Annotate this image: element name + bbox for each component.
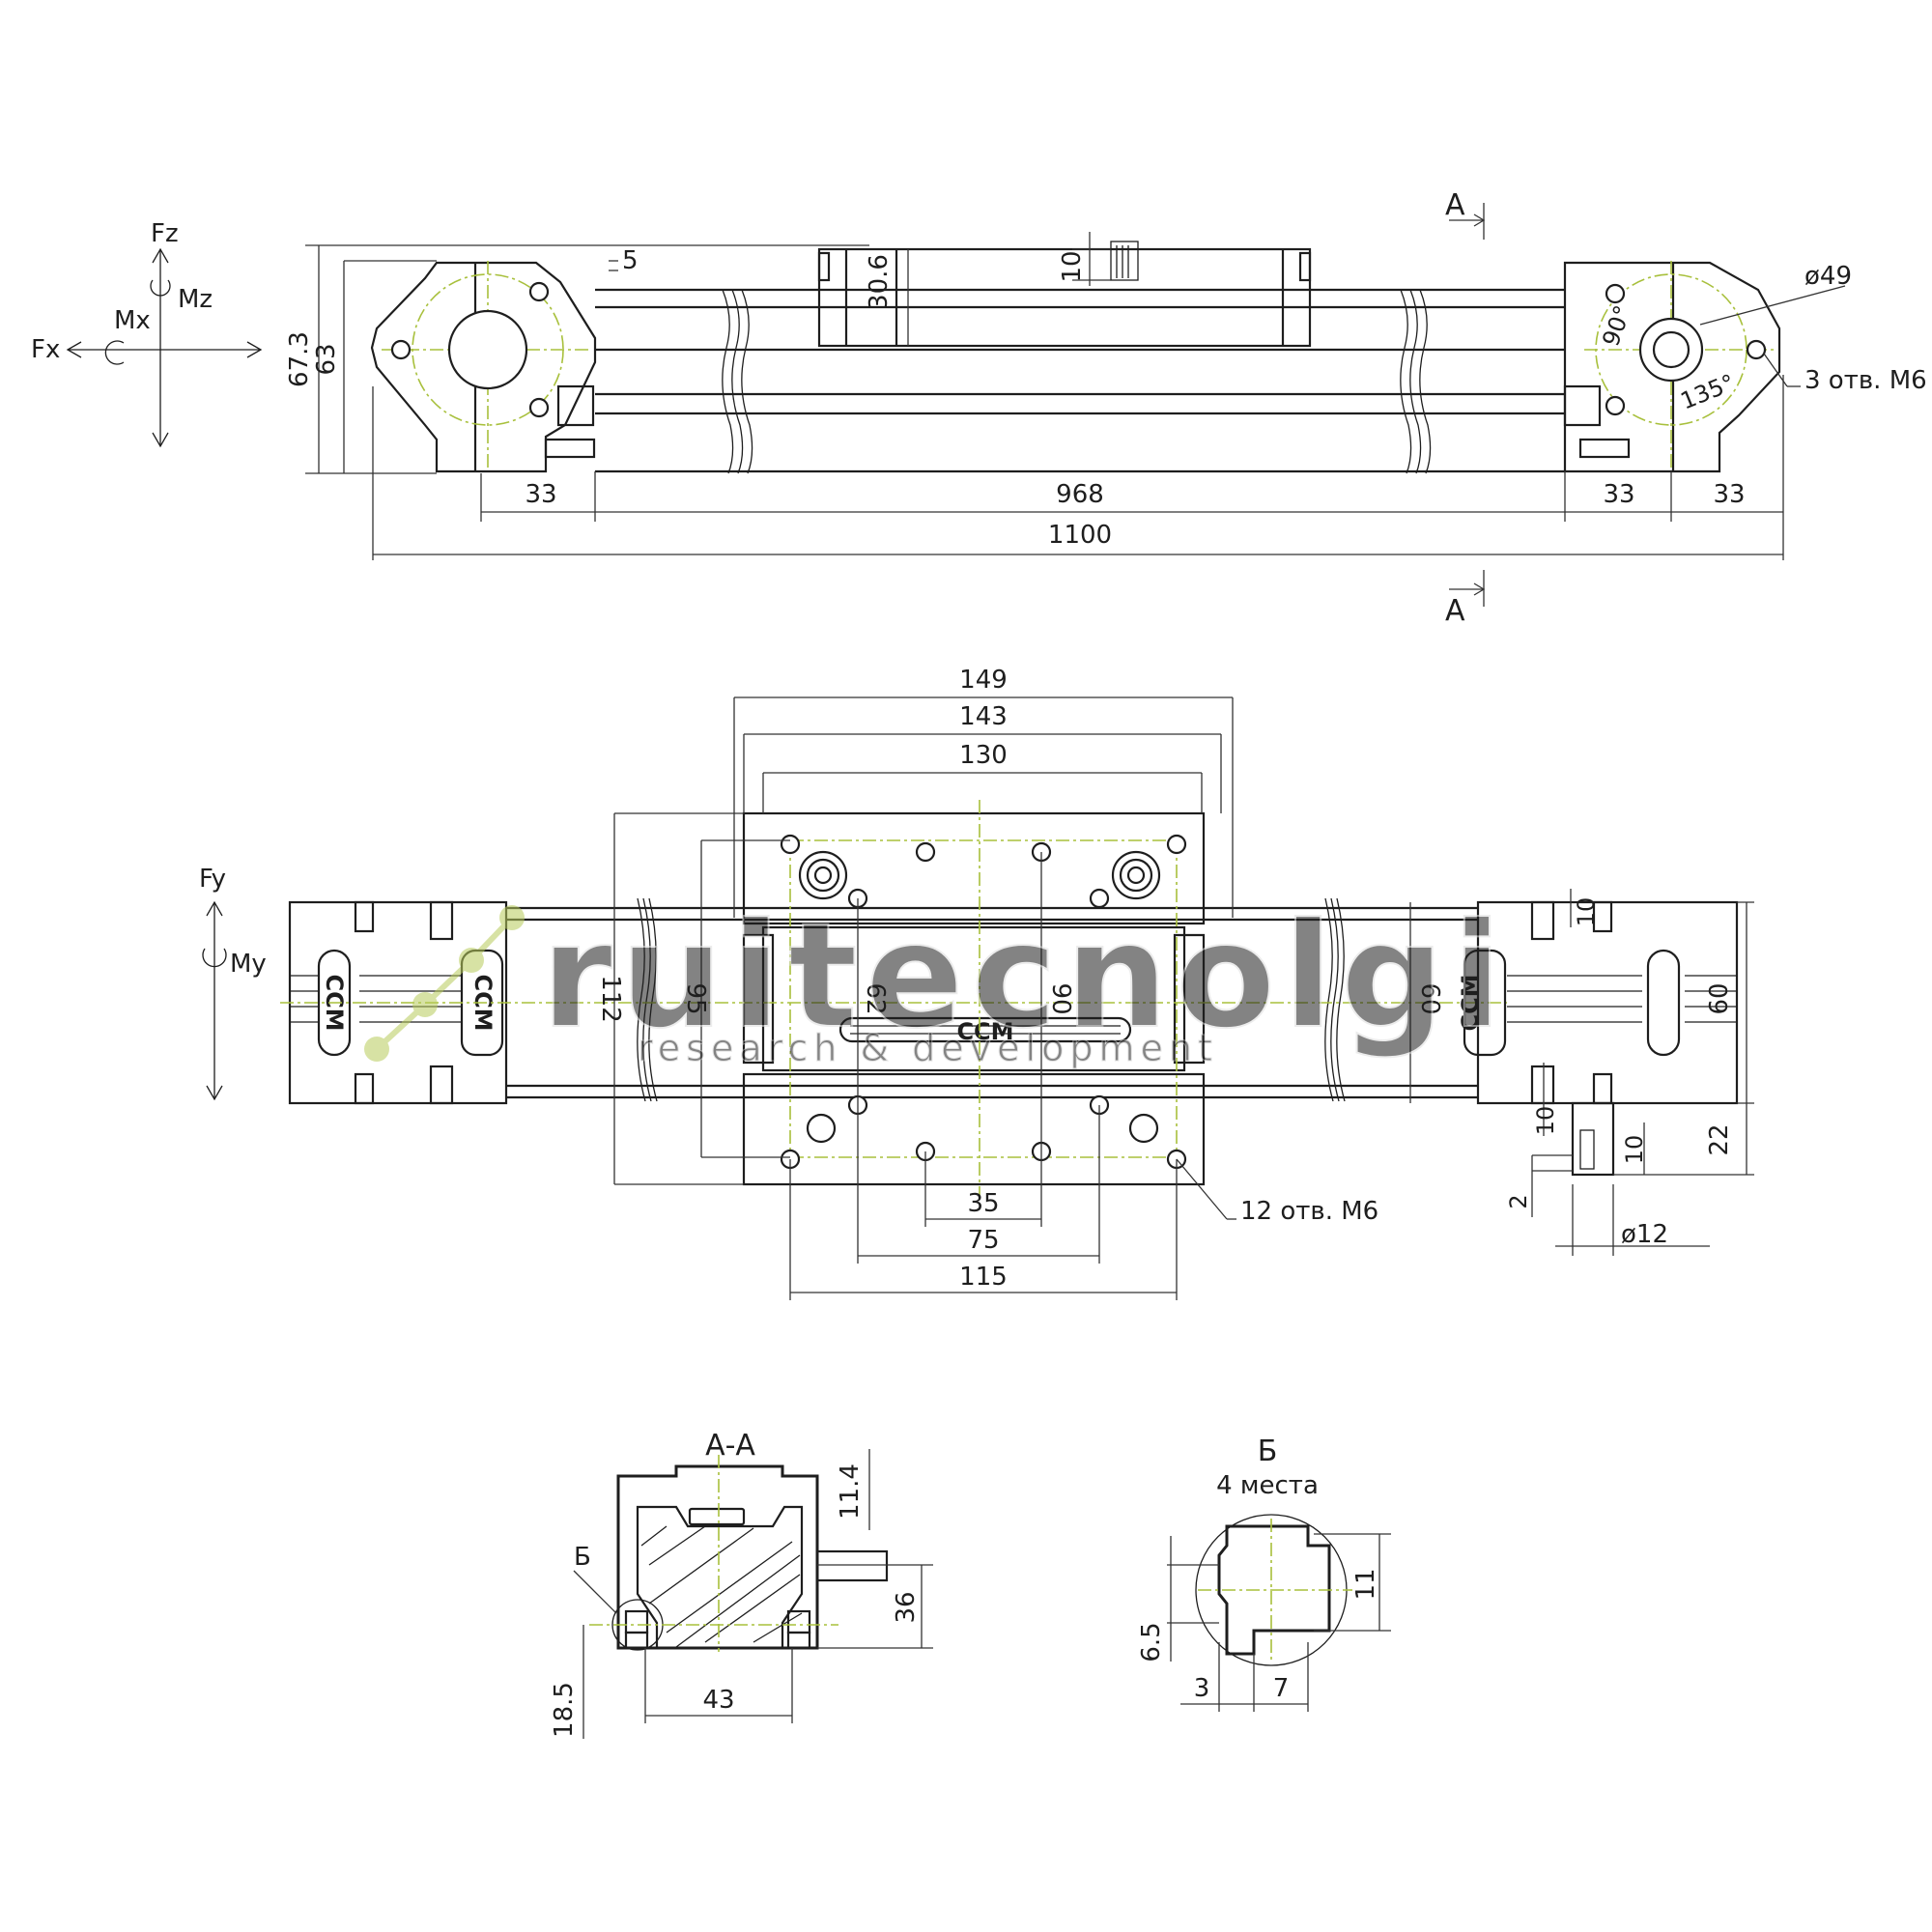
lube-nipple-right <box>1111 850 1161 900</box>
axis-label-fy: Fy <box>199 865 226 894</box>
dim-11-4: 11.4 <box>836 1463 865 1520</box>
dim-6-5: 6.5 <box>1137 1622 1166 1662</box>
section-a-a: А-А Б 11.4 36 18.5 43 <box>550 1429 933 1739</box>
dim-height-67: 67.3 <box>285 331 314 387</box>
dim-60-outer: 60 <box>1705 982 1734 1014</box>
dim-10-top: 10 <box>1058 250 1087 282</box>
rail-profile-top <box>595 288 1565 474</box>
dim-height-63: 63 <box>312 343 341 375</box>
dim-968: 968 <box>1056 480 1104 509</box>
watermark-logo-mark <box>364 905 525 1062</box>
dim-7: 7 <box>1273 1674 1290 1703</box>
dim-5: 5 <box>622 246 639 275</box>
section-mark-a-top: А <box>1445 188 1465 222</box>
dim-3: 3 <box>1194 1674 1210 1703</box>
drive-shaft-stub <box>1571 1101 1615 1177</box>
dim-11: 11 <box>1351 1568 1380 1600</box>
dim-95: 95 <box>681 982 710 1014</box>
dim-10-shaft: 10 <box>1621 1135 1648 1165</box>
logo-ccm-carriage: CCM <box>956 1018 1013 1045</box>
dim-10-mid: 10 <box>1532 1106 1559 1136</box>
right-end-block: CCM <box>1457 900 1739 1177</box>
top-view: Fz Mz Mx Fx <box>31 188 1927 628</box>
dim-35: 35 <box>967 1189 999 1218</box>
detail-subtitle: 4 места <box>1216 1471 1319 1500</box>
dim-75: 75 <box>967 1226 999 1255</box>
carriage-logo-plate <box>838 1016 1132 1043</box>
section-mark-a-bottom: А <box>1445 594 1465 628</box>
watermark: ruitecnolgi research & development <box>364 892 1510 1070</box>
dim-112: 112 <box>596 975 625 1023</box>
dim-115: 115 <box>959 1263 1008 1292</box>
dim-62: 62 <box>861 982 890 1014</box>
force-axes-xz: Fz Mz Mx Fx <box>31 219 263 448</box>
right-logo-badge <box>1646 949 1681 1057</box>
dim-130: 130 <box>959 741 1008 770</box>
dim-1100: 1100 <box>1048 521 1112 550</box>
top-dimensions: 67.3 63 5 30.6 10 ø49 90° 135° 3 отв. M6 <box>285 232 1927 560</box>
axis-label-fx: Fx <box>31 335 60 364</box>
axis-label-my: My <box>230 950 267 979</box>
dim-dia-49: ø49 <box>1804 262 1852 291</box>
dim-36: 36 <box>892 1591 921 1623</box>
dim-149: 149 <box>959 666 1008 695</box>
detail-b: Б 4 места 11 6.5 3 7 <box>1137 1435 1391 1712</box>
dim-143: 143 <box>959 702 1008 731</box>
detail-ref-b: Б <box>574 1543 591 1572</box>
holes-m6-label: 3 отв. M6 <box>1804 366 1927 395</box>
dim-60-inner: 60 <box>1415 982 1444 1014</box>
front-view: Fy My CCM CCM <box>199 666 1754 1300</box>
right-end-cap <box>1563 261 1781 473</box>
watermark-brand: ruitecnolgi <box>541 893 1510 1061</box>
left-end-cap <box>370 261 597 473</box>
dim-30-6: 30.6 <box>865 254 894 310</box>
force-axes-y: Fy My <box>199 865 267 1101</box>
dim-22: 22 <box>1705 1123 1734 1155</box>
axis-label-mz: Mz <box>178 285 213 314</box>
watermark-tagline: research & development <box>638 1027 1218 1069</box>
section-shaft <box>815 1549 889 1582</box>
left-logo-badge <box>317 949 352 1057</box>
dim-dia-12: ø12 <box>1621 1220 1668 1249</box>
rail-front <box>506 897 1478 1102</box>
dim-33-right-a: 33 <box>1603 480 1634 509</box>
dim-10-upper: 10 <box>1573 897 1600 927</box>
dim-33-left: 33 <box>525 480 556 509</box>
lube-nipple-left <box>798 850 848 900</box>
section-title: А-А <box>705 1429 755 1463</box>
dim-18-5: 18.5 <box>550 1682 579 1738</box>
holes-12-m6-label: 12 отв. M6 <box>1240 1197 1378 1226</box>
dim-33-right-b: 33 <box>1713 480 1745 509</box>
carriage-top <box>817 241 1312 348</box>
front-dimensions: 149 143 130 112 95 62 90 60 60 22 <box>596 666 1754 1300</box>
angle-90: 90° <box>1597 301 1636 350</box>
detail-title: Б <box>1258 1435 1278 1468</box>
axis-label-fz: Fz <box>151 219 179 248</box>
section-marks: А А <box>1445 188 1486 628</box>
dim-2: 2 <box>1505 1194 1532 1208</box>
dim-43: 43 <box>702 1686 734 1715</box>
logo-ccm-right: CCM <box>1457 974 1484 1031</box>
pulley-bore <box>447 309 528 390</box>
axis-label-mx: Mx <box>114 306 151 335</box>
dim-90: 90 <box>1046 982 1075 1014</box>
